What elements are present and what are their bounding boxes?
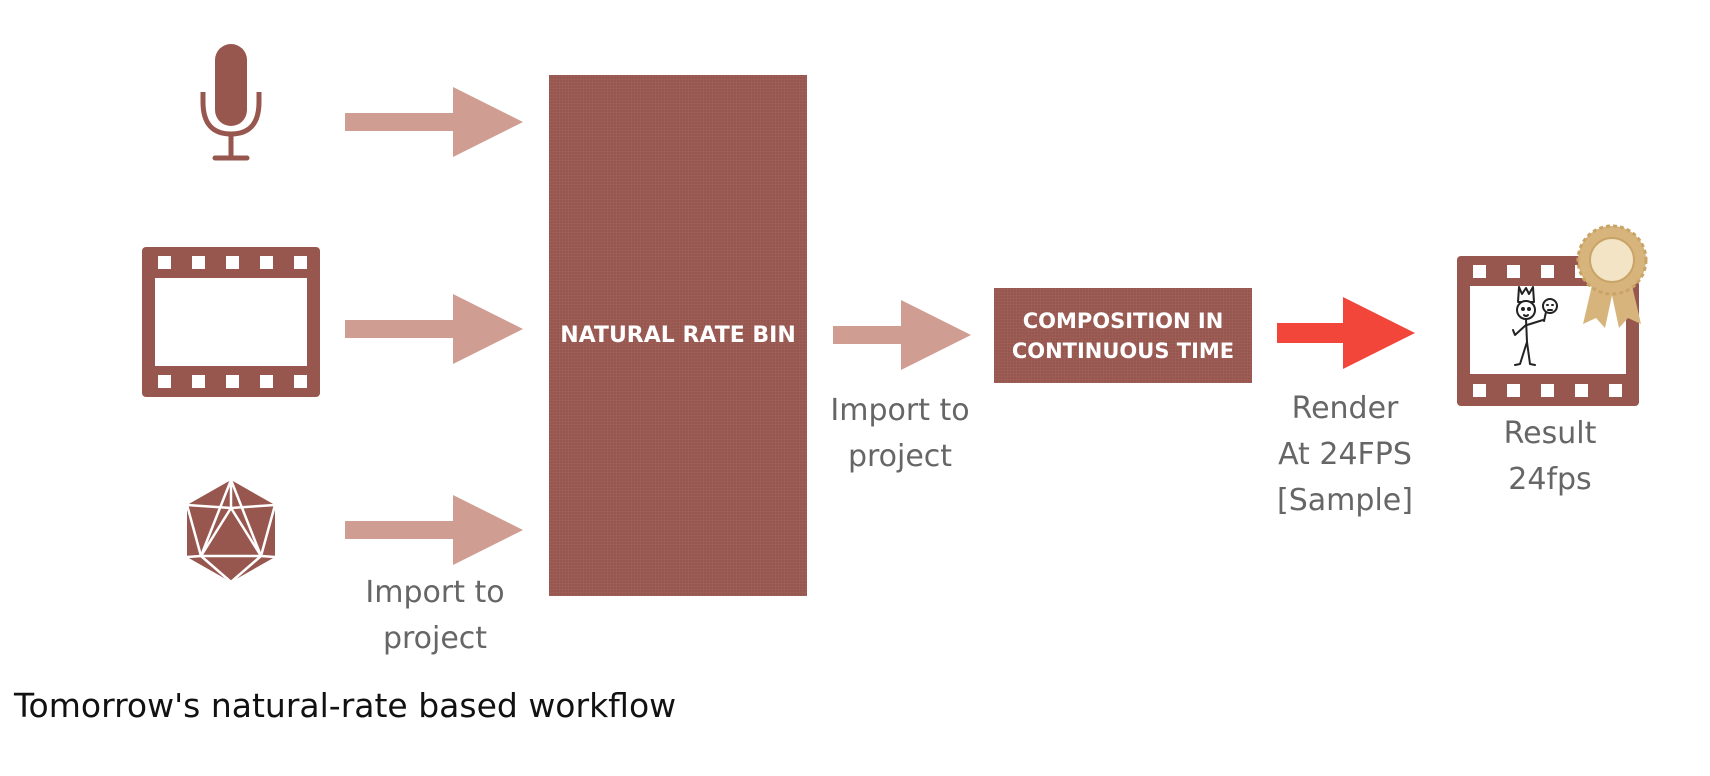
diagram-caption: Tomorrow's natural-rate based workflow: [14, 686, 677, 725]
import-left-line2: project: [382, 621, 488, 656]
render-line2: At 24FPS: [1278, 437, 1412, 472]
icosahedron-icon: [185, 479, 277, 583]
result-label: Result 24fps: [1450, 411, 1650, 503]
render-label: Render At 24FPS [Sample]: [1250, 386, 1440, 524]
arrow-bin-to-composition: [833, 300, 971, 370]
render-line1: Render: [1291, 391, 1399, 426]
render-line3: [Sample]: [1277, 483, 1413, 518]
import-to-project-label-middle: Import to project: [810, 388, 990, 480]
icosahedron-edges: [185, 479, 277, 583]
composition-box: COMPOSITION IN CONTINUOUS TIME: [994, 288, 1252, 383]
stick-figure-drawing: [1512, 286, 1558, 366]
microphone-icon: [200, 44, 262, 161]
import-mid-line2: project: [847, 439, 953, 474]
award-ribbon: [1576, 224, 1648, 328]
arrow-video-to-bin: [345, 294, 523, 364]
composition-label-line1: COMPOSITION IN: [1022, 308, 1224, 333]
film-frame-with-award-ribbon-icon: [1457, 224, 1648, 406]
arrow-3d-to-bin: [345, 495, 523, 565]
import-left-line1: Import to: [365, 575, 505, 610]
film-strip-perforations: [158, 256, 307, 388]
composition-label-line2: CONTINUOUS TIME: [1011, 338, 1235, 363]
result-line2: 24fps: [1508, 462, 1592, 497]
arrow-audio-to-bin: [345, 87, 523, 157]
microphone-capsule: [215, 44, 247, 126]
result-line1: Result: [1503, 416, 1597, 451]
film-strip-icon: [142, 247, 320, 397]
film-strip-frame: [155, 278, 307, 366]
import-to-project-label-left: Import to project: [340, 570, 530, 662]
natural-rate-bin-box: NATURAL RATE BIN: [549, 75, 807, 596]
render-arrow: [1277, 297, 1415, 369]
natural-rate-bin-label: NATURAL RATE BIN: [560, 323, 796, 348]
import-mid-line1: Import to: [830, 393, 970, 428]
